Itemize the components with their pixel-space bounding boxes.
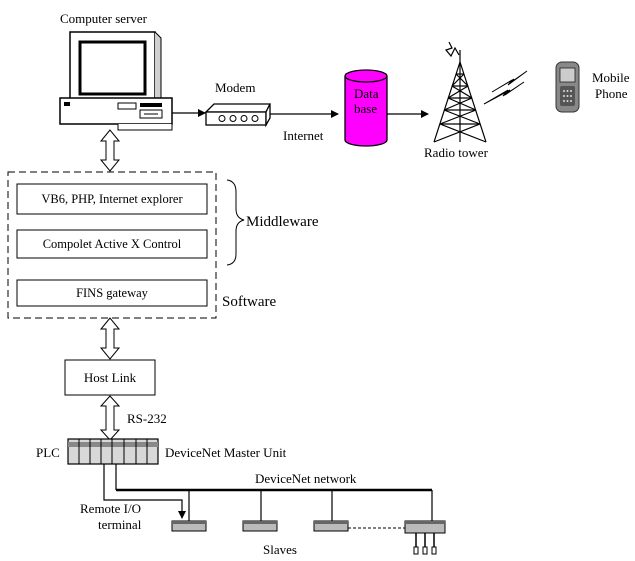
rs232-label: RS-232 — [127, 411, 167, 426]
modem-icon — [204, 103, 272, 128]
software-hostlink-double-arrow — [99, 317, 121, 360]
mobile-phone-icon — [555, 61, 580, 113]
devicenet-network-bus — [115, 464, 433, 521]
software-container — [7, 171, 217, 319]
slaves-label: Slaves — [263, 542, 297, 557]
slave-device-2 — [242, 520, 278, 532]
database-icon — [344, 69, 388, 147]
middleware-label: Middleware — [246, 214, 319, 230]
remote-io-connector — [103, 464, 186, 519]
middleware-brace — [226, 179, 245, 266]
slave-device-4 — [404, 520, 446, 555]
remote-io-label-line1: Remote I/O — [80, 501, 141, 516]
hostlink-plc-double-arrow — [99, 395, 121, 441]
remote-io-label-line2: terminal — [98, 517, 142, 532]
computer-server-label: Computer server — [60, 11, 148, 26]
devicenet-master-unit-label: DeviceNet Master Unit — [165, 445, 287, 460]
database-label-line1: Data — [354, 86, 379, 101]
internet-label: Internet — [283, 128, 324, 143]
server-software-double-arrow — [99, 129, 121, 172]
software-label: Software — [222, 294, 276, 310]
host-link-box — [64, 359, 156, 396]
mobile-phone-label-line2: Phone — [595, 86, 628, 101]
mobile-phone-label-line1: Mobile — [592, 70, 630, 85]
modem-label: Modem — [215, 80, 255, 95]
plc-label: PLC — [36, 445, 60, 460]
radio-tower-label: Radio tower — [424, 145, 489, 160]
radio-tower-icon — [433, 41, 487, 143]
slave-device-1 — [171, 520, 207, 532]
computer-server-icon — [59, 31, 173, 131]
database-label-line2: base — [354, 101, 377, 116]
vb6-php-ie-box — [16, 183, 208, 215]
plc-icon — [67, 438, 159, 465]
compolet-label: Compolet Active X Control — [43, 237, 182, 251]
vb6-php-ie-label: VB6, PHP, Internet explorer — [41, 192, 183, 206]
devicenet-network-label: DeviceNet network — [255, 471, 357, 486]
fins-gateway-label: FINS gateway — [76, 286, 149, 300]
slave-device-3 — [313, 520, 349, 532]
wireless-signal-icon — [483, 70, 528, 105]
fins-gateway-box — [16, 279, 208, 307]
compolet-box — [16, 229, 208, 259]
host-link-label: Host Link — [84, 370, 137, 385]
